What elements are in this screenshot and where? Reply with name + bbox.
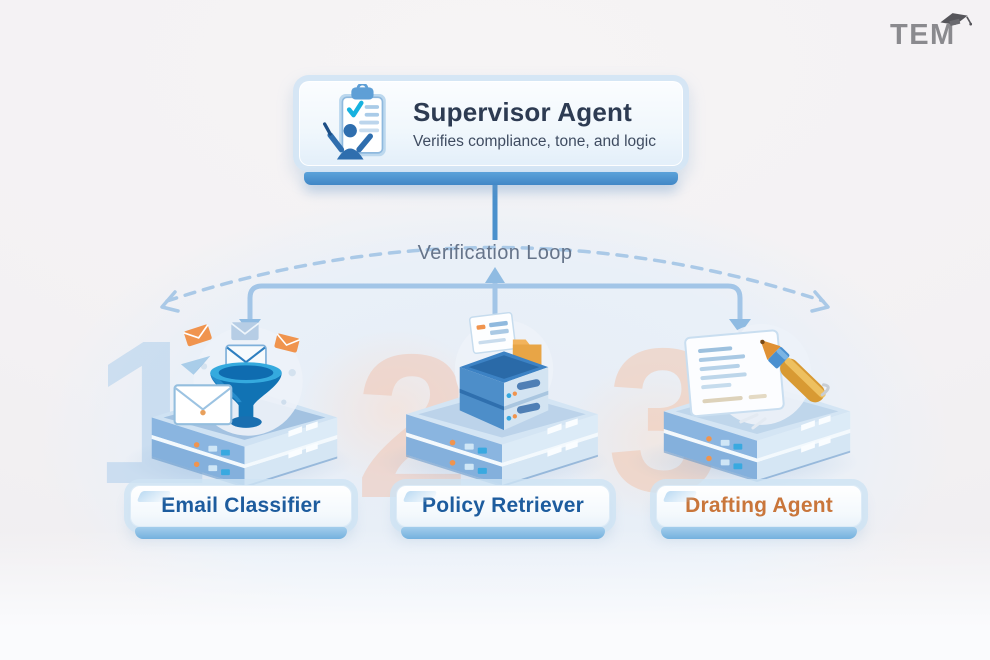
- email-classifier-node: 1: [94, 300, 370, 552]
- white-envelope-icon: [173, 384, 233, 426]
- email-classifier-label: Email Classifier: [130, 485, 352, 539]
- logo-text: TEM: [890, 19, 956, 51]
- document-icon: [468, 312, 517, 355]
- email-funnel-icon: [173, 322, 303, 436]
- verification-loop-dashed-arc: [160, 245, 830, 313]
- led-indicators: [193, 421, 318, 476]
- policy-retriever-node: 2: [355, 300, 625, 552]
- cabinet-body: [459, 351, 549, 431]
- supervisor-agent-card: Supervisor Agent Verifies compliance, to…: [293, 75, 691, 187]
- tem-logo: TEM: [890, 13, 972, 51]
- arc-arrowhead-left: [160, 290, 180, 313]
- funnel-icon: [210, 362, 282, 428]
- led-indicators: [449, 418, 578, 474]
- person-figure: [323, 121, 373, 160]
- file-cabinet-icon: [454, 312, 554, 431]
- down-arrowhead-right: [729, 319, 751, 334]
- clipboard-person-icon: [323, 83, 386, 160]
- supervisor-subtitle: Verifies compliance, tone, and logic: [413, 132, 656, 150]
- graduation-cap-icon: [940, 13, 972, 27]
- supervisor-title: Supervisor Agent: [413, 96, 632, 127]
- up-arrowhead-center: [485, 267, 505, 283]
- led-indicators: [706, 415, 831, 470]
- supervisor-card-face: Supervisor Agent Verifies compliance, to…: [293, 75, 689, 172]
- supervisor-card-base: [304, 172, 678, 185]
- background-fade: [0, 530, 990, 660]
- verification-loop-label: Verification Loop: [417, 242, 573, 264]
- label-text: Drafting Agent: [685, 494, 833, 517]
- drafting-agent-node: 3: [605, 300, 875, 552]
- label-text: Email Classifier: [161, 494, 321, 517]
- arc-arrowhead-right: [810, 290, 830, 313]
- drafting-agent-label: Drafting Agent: [656, 485, 862, 539]
- orange-envelope-icon: [183, 324, 212, 347]
- label-text: Policy Retriever: [422, 494, 584, 517]
- gray-envelope-icon: [230, 322, 260, 341]
- orange-envelope-icon: [274, 333, 301, 353]
- policy-retriever-label: Policy Retriever: [396, 485, 610, 539]
- pen-document-icon: [684, 324, 830, 430]
- pen-icon: [760, 339, 830, 403]
